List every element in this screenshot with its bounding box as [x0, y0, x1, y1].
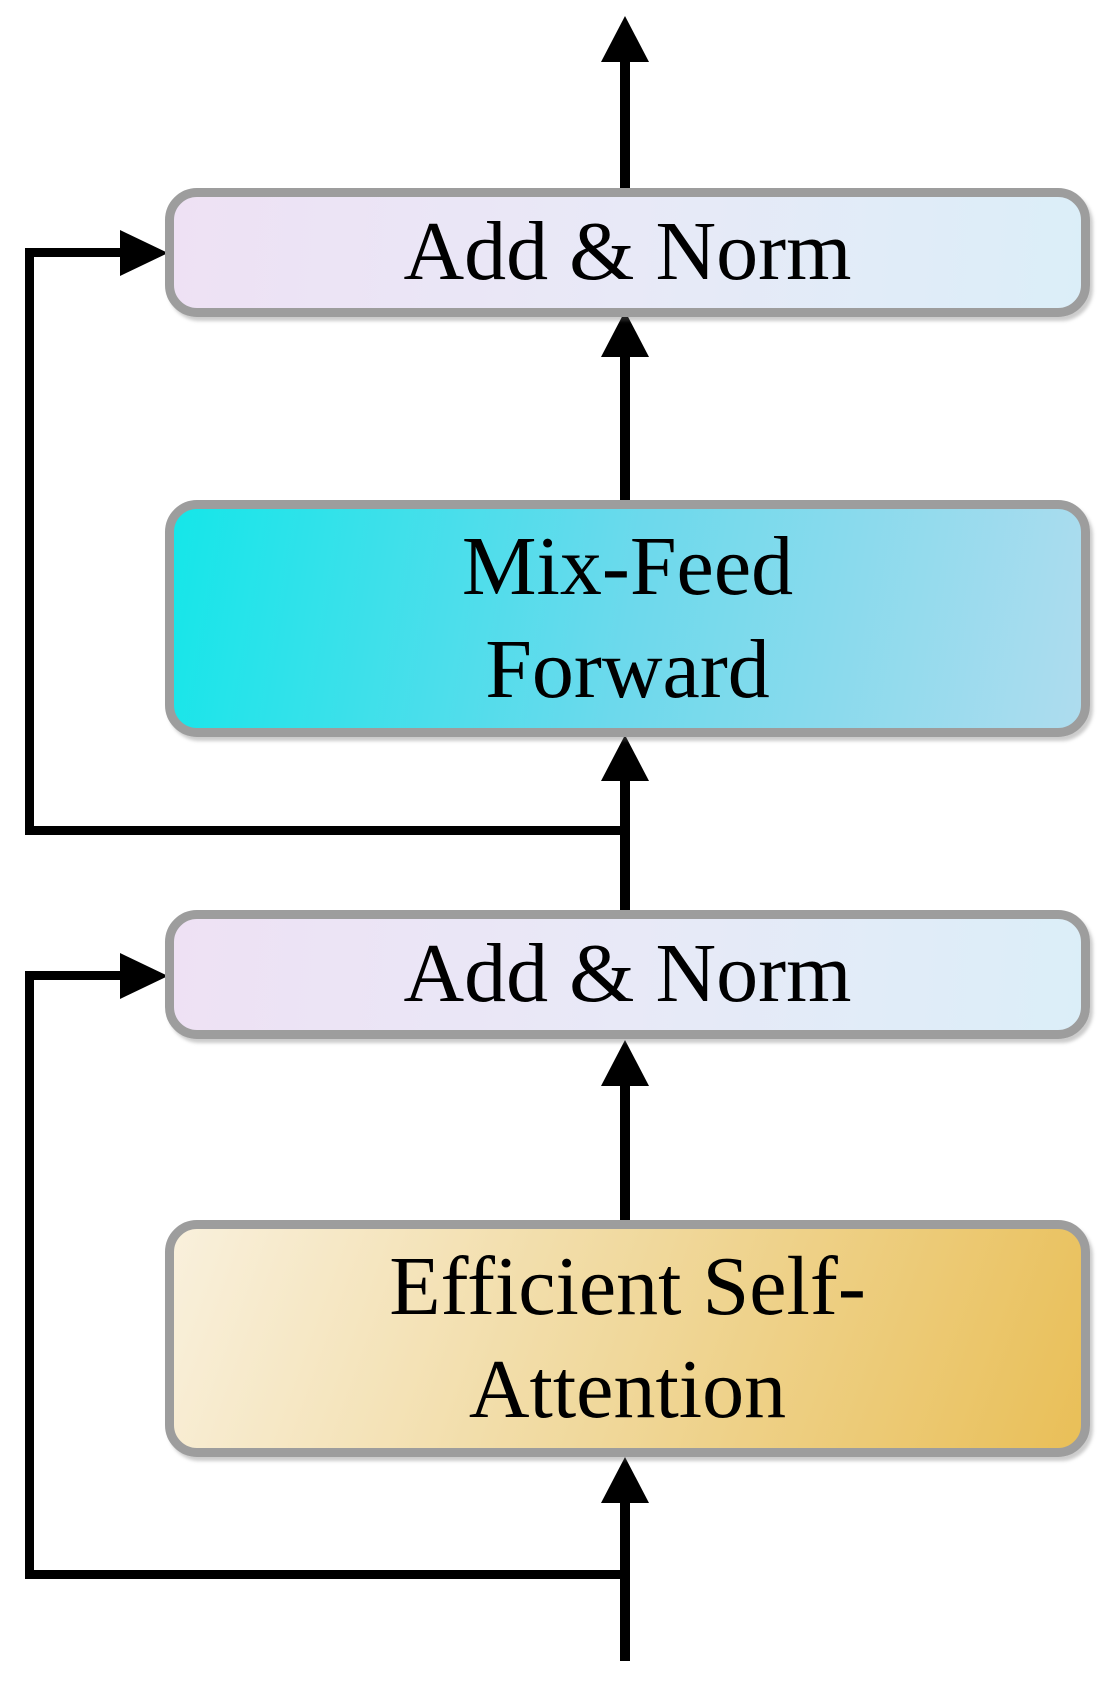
add-norm-middle-block: Add & Norm	[165, 910, 1090, 1039]
efficient-self-attention-label-line2: Attention	[468, 1342, 787, 1436]
mix-feed-forward-block: Mix-Feed Forward	[165, 500, 1090, 737]
upper-residual-entry-line	[29, 248, 124, 257]
lower-residual-branch-line	[29, 1570, 625, 1579]
right-arrowhead-icon	[120, 953, 168, 999]
attention-to-addnorm-arrow-line	[620, 1086, 630, 1223]
up-arrowhead-icon	[601, 16, 649, 62]
add-norm-top-label: Add & Norm	[403, 205, 852, 299]
mix-feed-forward-label-line2: Forward	[485, 622, 770, 716]
right-arrowhead-icon	[120, 230, 168, 276]
up-arrowhead-icon	[601, 1040, 649, 1086]
up-arrowhead-icon	[601, 311, 649, 357]
up-arrowhead-icon	[601, 735, 649, 781]
mix-feed-forward-label-line1: Mix-Feed	[461, 520, 794, 614]
add-norm-middle-label: Add & Norm	[403, 927, 852, 1021]
efficient-self-attention-block: Efficient Self- Attention	[165, 1220, 1090, 1457]
add-norm-top-block: Add & Norm	[165, 188, 1090, 317]
lower-residual-vertical-line	[25, 971, 34, 1579]
upper-residual-branch-line	[29, 826, 625, 835]
output-arrow-line	[620, 60, 630, 190]
addnorm-to-feedforward-arrow-line	[620, 781, 630, 913]
efficient-self-attention-label-line1: Efficient Self-	[389, 1240, 866, 1334]
lower-residual-entry-line	[29, 971, 124, 980]
up-arrowhead-icon	[601, 1457, 649, 1503]
feedforward-to-addnorm-arrow-line	[620, 356, 630, 504]
input-arrow-line	[620, 1503, 630, 1661]
upper-residual-vertical-line	[25, 248, 34, 835]
